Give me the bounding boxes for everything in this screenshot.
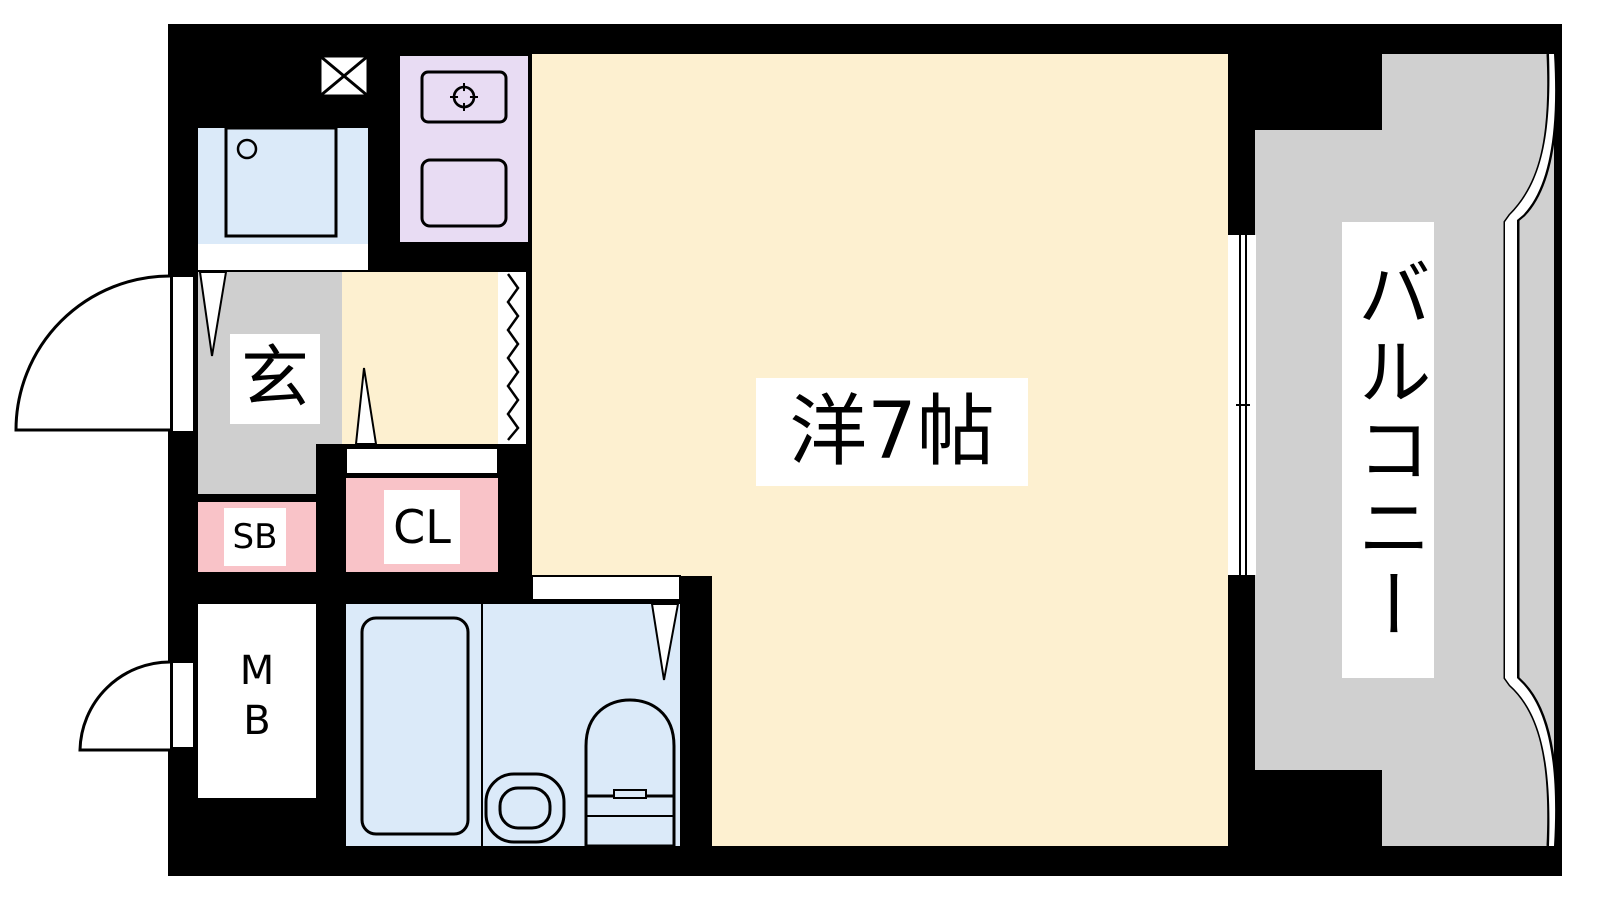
entrance-door[interactable] [171,275,195,433]
meter-box-door-swing [78,660,171,752]
door-mark [354,367,378,445]
bath-sink[interactable] [484,772,566,844]
meter-box-area [198,604,316,798]
bathroom-door-strip [531,575,681,601]
shoe-box-label: SB [224,508,286,566]
door-mark [650,603,680,681]
partition-wall [316,444,342,576]
washroom-floor [198,128,368,244]
door-mark [198,271,228,357]
meter-box-door[interactable] [171,661,195,749]
partition-wall [498,444,532,576]
accordion-door[interactable] [498,272,526,444]
washbasin[interactable] [224,126,338,238]
accordion-door-zigzag [506,273,520,441]
meter-box-label-line2: B [243,698,271,744]
balcony-label: バルコニー [1342,222,1434,678]
bathtub[interactable] [360,616,470,836]
entrance-door-swing [14,274,171,432]
washroom-door-strip [198,244,368,270]
toilet[interactable] [584,698,676,798]
entrance-label: 玄 [230,334,320,424]
kitchen-sink[interactable] [420,158,508,228]
balcony-railing [1554,54,1560,876]
meter-box-label-line1: M [239,648,275,694]
balcony-railing-curve-outer [1516,53,1558,847]
balcony-railing-fill [1505,54,1556,846]
closet-door-strip [345,447,499,475]
western-room-label: 洋7帖 [756,378,1028,486]
partition-wall [198,494,316,502]
toilet-tank [584,794,676,848]
closet-label: CL [384,490,460,564]
meter-box-label: M B [198,646,316,750]
drain-icon [236,138,258,160]
